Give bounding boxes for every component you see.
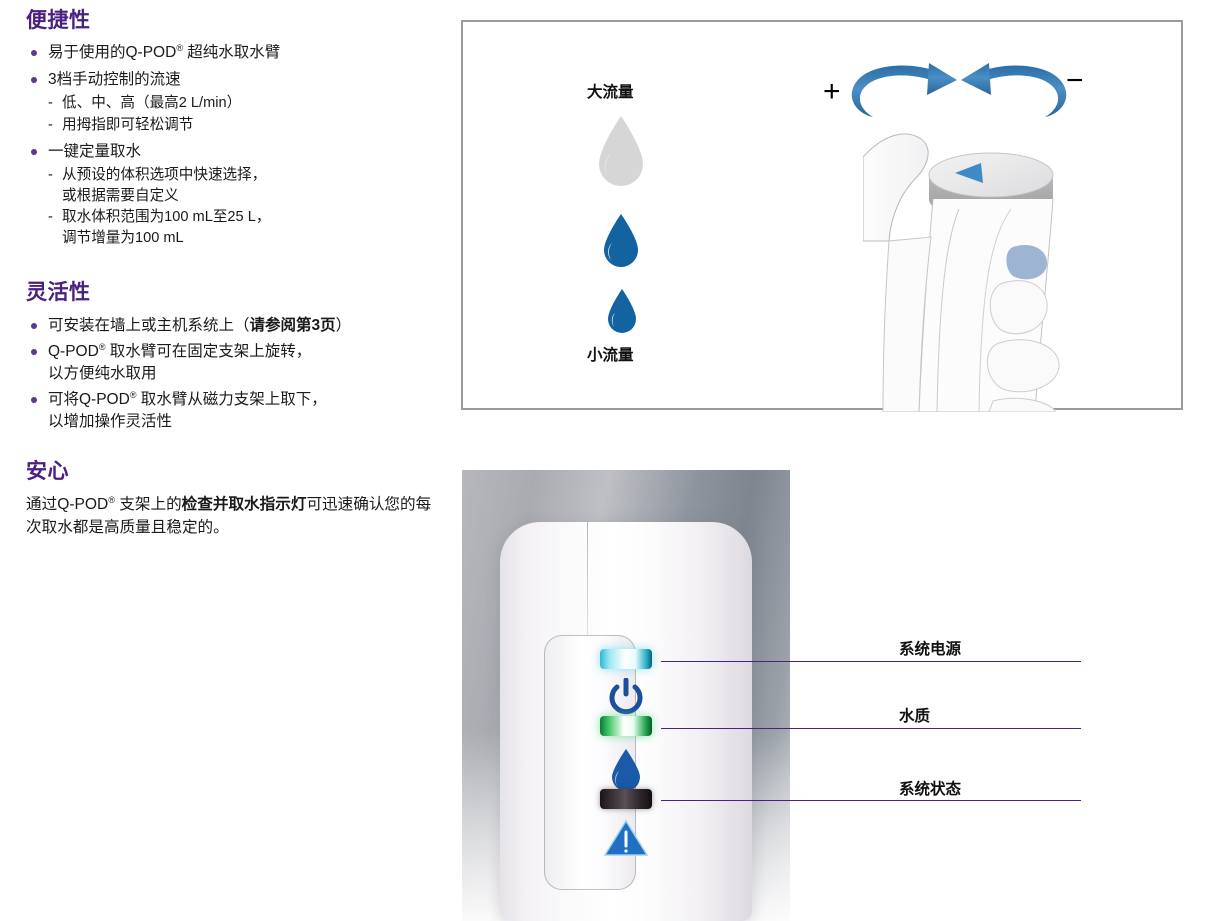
- sub-item-line: 从预设的体积选项中快速选择，: [62, 166, 267, 183]
- leader-line-water-quality: [661, 728, 1081, 729]
- bullet-text: 可安装在墙上或主机系统上（: [48, 316, 250, 334]
- bullet-item: 3档手动控制的流速 低、中、高（最高2 L/min） 用拇指即可轻松调节: [26, 69, 438, 136]
- sub-item: 用拇指即可轻松调节: [48, 115, 438, 136]
- bullet-item: Q-POD® 取水臂可在固定支架上旋转， 以方便纯水取用: [26, 341, 438, 384]
- drop-small-blue-icon: [608, 289, 636, 333]
- section-spacer: [26, 437, 438, 459]
- power-icon: [609, 678, 643, 715]
- bullet-text: Q-POD: [48, 343, 99, 361]
- sub-item-line: 取水体积范围为100 mL至25 L，: [62, 209, 271, 226]
- rotation-arrows-icon: [851, 63, 1067, 117]
- drop-medium-blue-icon: [604, 214, 638, 267]
- registered-mark-icon: ®: [129, 390, 137, 401]
- section-flexibility: 灵活性 可安装在墙上或主机系统上（请参阅第3页） Q-POD® 取水臂可在固定支…: [26, 280, 438, 432]
- sub-item-line-cont: 或根据需要自定义: [62, 187, 179, 204]
- sub-list: 从预设的体积选项中快速选择， 或根据需要自定义 取水体积范围为100 mL至25…: [48, 165, 438, 249]
- low-flow-label: 小流量: [587, 347, 634, 364]
- bullet-text-cont: 以方便纯水取用: [48, 364, 157, 382]
- bullet-text: 一键定量取水: [48, 142, 142, 160]
- callout-label-system-status: 系统状态: [899, 781, 962, 798]
- flow-control-illustration-panel: 大流量 小流量 + −: [461, 20, 1183, 412]
- system-status-led: [600, 789, 652, 809]
- sub-list: 低、中、高（最高2 L/min） 用拇指即可轻松调节: [48, 93, 438, 135]
- paragraph-part-1: 通过Q-POD: [26, 496, 109, 514]
- bullet-text: 3档手动控制的流速: [48, 70, 181, 88]
- paragraph-bold-phrase: 检查并取水指示灯: [181, 496, 307, 514]
- section-heading-flexibility: 灵活性: [26, 280, 91, 304]
- bullet-text-tail: 超纯水取水臂: [182, 44, 281, 62]
- leader-line-system-status: [661, 800, 1081, 801]
- sub-item: 取水体积范围为100 mL至25 L， 调节增量为100 mL: [48, 207, 438, 248]
- section-heading-convenience: 便捷性: [26, 9, 91, 32]
- section-heading-peace-of-mind: 安心: [26, 460, 69, 484]
- bullet-text-tail: ）: [335, 316, 352, 334]
- hand-gripping-dispenser-icon: [863, 133, 1060, 412]
- paragraph-part-3: 可迅速确认您的每次取水都是高质量且稳定的。: [26, 496, 432, 537]
- water-quality-led: [600, 716, 652, 736]
- system-power-led: [600, 649, 652, 669]
- section-convenience: 便捷性 易于使用的Q-POD® 超纯水取水臂 3档手动控制的流速 低、中、高（最…: [26, 8, 438, 249]
- bullet-text-tail: 取水臂从磁力支架上取下，: [136, 391, 327, 409]
- droplet-icon: [612, 749, 640, 789]
- registered-mark-icon: ®: [98, 342, 106, 353]
- flexibility-bullet-list: 可安装在墙上或主机系统上（请参阅第3页） Q-POD® 取水臂可在固定支架上旋转…: [26, 315, 438, 432]
- section-spacer: [26, 254, 438, 280]
- bullet-text-cont: 以增加操作灵活性: [48, 412, 173, 430]
- registered-mark-icon: ®: [108, 495, 115, 506]
- leader-line-system-power: [661, 661, 1081, 662]
- bullet-text-bold: 请参阅第3页: [249, 316, 336, 334]
- callout-label-system-power: 系统电源: [899, 641, 962, 658]
- sub-item: 从预设的体积选项中快速选择， 或根据需要自定义: [48, 165, 438, 206]
- bullet-item: 可将Q-POD® 取水臂从磁力支架上取下， 以增加操作灵活性: [26, 389, 438, 432]
- warning-triangle-icon: [603, 819, 649, 856]
- bullet-text: 可将Q-POD: [48, 391, 130, 409]
- peace-of-mind-paragraph: 通过Q-POD® 支架上的检查并取水指示灯可迅速确认您的每次取水都是高质量且稳定…: [26, 493, 438, 539]
- registered-mark-icon: ®: [176, 43, 183, 54]
- sub-item: 低、中、高（最高2 L/min）: [48, 93, 438, 114]
- bullet-item: 一键定量取水 从预设的体积选项中快速选择， 或根据需要自定义 取水体积范围为10…: [26, 141, 438, 249]
- bullet-item: 可安装在墙上或主机系统上（请参阅第3页）: [26, 315, 438, 336]
- plus-sign-label: +: [823, 75, 841, 108]
- bullet-text-tail: 取水臂可在固定支架上旋转，: [105, 343, 312, 361]
- high-flow-label: 大流量: [587, 84, 634, 101]
- section-peace-of-mind: 安心 通过Q-POD® 支架上的检查并取水指示灯可迅速确认您的每次取水都是高质量…: [26, 459, 438, 539]
- callout-label-water-quality: 水质: [899, 708, 931, 725]
- bullet-item: 易于使用的Q-POD® 超纯水取水臂: [26, 42, 438, 64]
- paragraph-part-2: 支架上的: [114, 496, 182, 514]
- bullet-text: 易于使用的Q-POD: [48, 44, 177, 62]
- convenience-bullet-list: 易于使用的Q-POD® 超纯水取水臂 3档手动控制的流速 低、中、高（最高2 L…: [26, 42, 438, 249]
- drop-large-grey-icon: [599, 116, 643, 186]
- sub-item-line-cont: 调节增量为100 mL: [62, 230, 184, 247]
- device-seam: [587, 522, 588, 654]
- left-text-column: 便捷性 易于使用的Q-POD® 超纯水取水臂 3档手动控制的流速 低、中、高（最…: [26, 8, 438, 544]
- minus-sign-label: −: [1066, 64, 1084, 97]
